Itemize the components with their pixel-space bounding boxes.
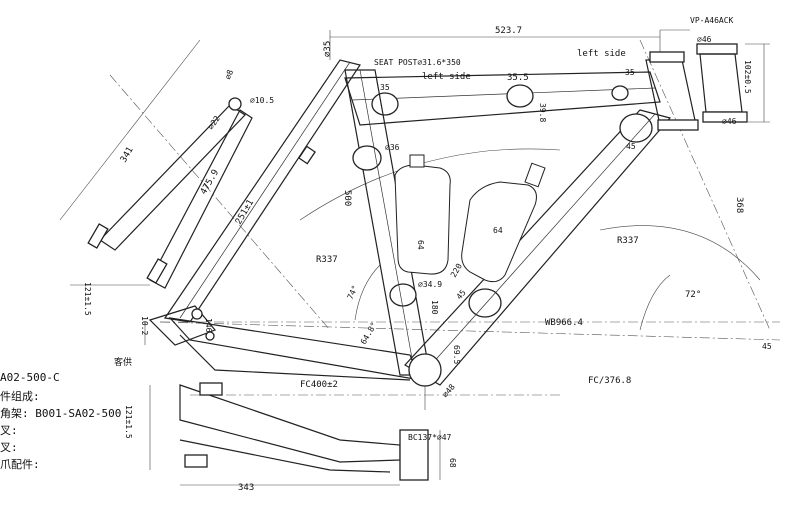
rear-wheel-diameter: ⌀8 — [223, 68, 235, 80]
top-tube — [344, 71, 661, 126]
bottom-bracket-label: BC137*⌀47 — [408, 433, 452, 442]
bottle-mount-a: 64 — [416, 240, 425, 250]
headset-detail — [696, 43, 770, 123]
bb-diameter: ⌀48 — [441, 382, 457, 399]
down-tube — [404, 109, 672, 386]
top-tube-dia-b: 35.5 — [507, 73, 529, 83]
top-tube-length: 523.7 — [495, 26, 522, 36]
head-angle: 72° — [685, 290, 701, 300]
bb-drop: 69.5 — [452, 345, 461, 364]
top-tube-dia-c: 39.8 — [538, 103, 547, 122]
top-tube-dia-d: 35 — [625, 68, 635, 77]
seat-stay — [163, 59, 361, 323]
customer-supplied-label: 客供 — [114, 356, 132, 368]
seat-clamp-diameter: ⌀35 — [323, 41, 333, 57]
down-tube-length: 368 — [734, 197, 744, 213]
radius-front: R337 — [617, 236, 639, 246]
bottom-bracket-shell — [408, 353, 442, 387]
chain-stay-detail — [149, 382, 441, 486]
drop-value: 45 — [762, 342, 772, 351]
front-center-fork: FC400±2 — [300, 380, 338, 390]
rear-spacing: 121±1.5 — [83, 282, 92, 316]
water-bottles — [394, 154, 546, 283]
seat-post-label: SEAT POST⌀31.6*350 — [374, 58, 461, 67]
seat-angle: 74° — [346, 284, 360, 301]
radius-rear: R337 — [316, 255, 338, 265]
note-line-1: A02-500-C — [0, 371, 60, 384]
note-line-2: 件组成: — [0, 390, 40, 403]
note-line-6: 爪配件: — [0, 458, 40, 471]
bb-width: 68 — [448, 458, 457, 468]
dropout-b: 146 — [204, 318, 213, 333]
chain-stay — [168, 317, 442, 410]
head-top-diameter: ⌀46 — [697, 35, 712, 44]
axle-diameter: ⌀10.5 — [250, 96, 274, 105]
seat-stay-detail — [59, 39, 253, 289]
seatstay-length: 341 — [119, 145, 136, 164]
head-tube-length: 102±0.5 — [743, 60, 752, 94]
front-center-frame: FC/376.8 — [588, 376, 631, 386]
headset-label: VP-A46ACK — [690, 16, 734, 25]
seat-tube-diameter: ⌀36 — [385, 143, 400, 152]
bottle-mount-b: 64 — [493, 226, 503, 235]
top-tube-dia-a: 35 — [380, 83, 390, 92]
seat-tube-lower-diameter: ⌀34.9 — [418, 280, 442, 289]
head-tube — [645, 29, 699, 131]
note-line-5: 叉: — [0, 441, 18, 454]
seat-tube — [344, 69, 431, 376]
note-line-4: 叉: — [0, 424, 18, 437]
seat-tube-length: 500 — [342, 190, 352, 206]
head-bottom-diameter: ⌀46 — [722, 117, 737, 126]
note-line-3: 角架: B001-SA02-500 — [0, 407, 122, 420]
left-side-label-top: left side — [422, 72, 471, 82]
dropout-a: 10.2 — [140, 316, 149, 335]
fork-spacing: 121±1.5 — [124, 405, 133, 439]
rear-dropout — [144, 305, 217, 346]
bottle-offset: 220 — [449, 262, 464, 279]
down-tube-diameter: 45 — [626, 142, 636, 151]
left-side-label-main: left side — [577, 49, 626, 59]
chainstay-angle: 64.8° — [359, 321, 379, 346]
seat-tube-lower-length: 180 — [430, 300, 439, 315]
chainstay-length: 343 — [238, 483, 254, 493]
reference-lines — [109, 39, 781, 396]
wheelbase-label: WB966.4 — [545, 318, 583, 328]
